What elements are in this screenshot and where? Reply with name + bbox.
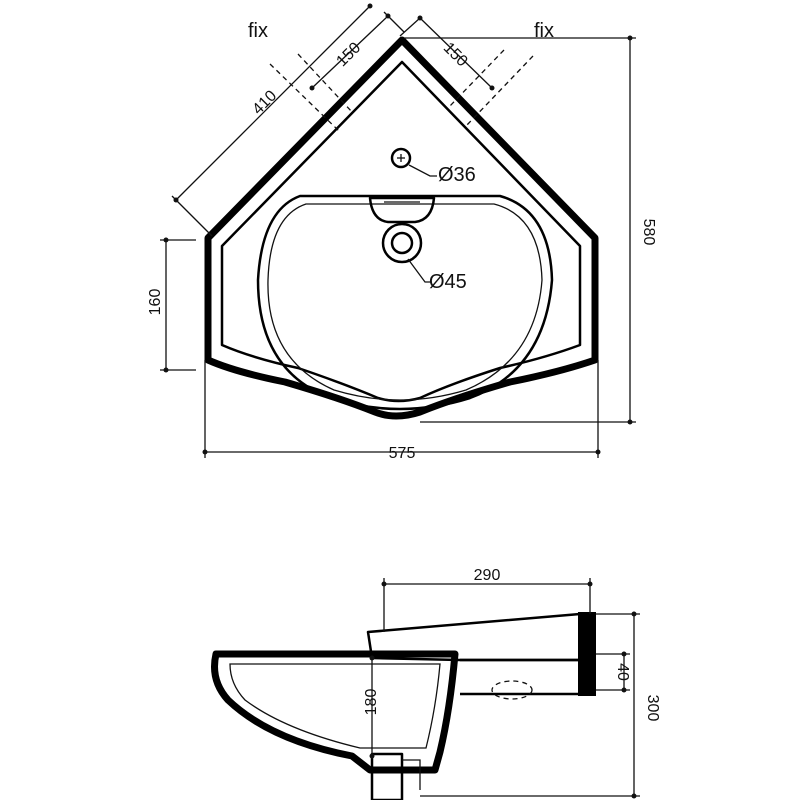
waste-hole-inner [390, 231, 414, 255]
fix-label-right: fix [534, 20, 554, 42]
side-waste-outlet [370, 752, 404, 802]
total-height-dim-end-a [631, 611, 637, 617]
wall-length-dim-line [175, 5, 371, 201]
fix-right-ext [399, 17, 421, 37]
fix-left-dim-end-b [385, 13, 391, 19]
wall-length-dimension: 410 [249, 87, 280, 118]
side-waste-trap-edge [402, 759, 421, 790]
tap-hole-leader [408, 164, 437, 177]
total-height-dim-end-b [631, 793, 637, 799]
fix-right-dim-line [419, 17, 493, 89]
depth-dimension: 580 [640, 219, 657, 246]
wall-length-dim-end-a [173, 197, 179, 203]
fix-left-dimension: 150 [333, 39, 364, 70]
waste-hole-outer [381, 222, 423, 264]
bowl-outline [256, 194, 554, 411]
fix-line-left-inner [297, 53, 353, 113]
front-height-dimension: 160 [147, 289, 164, 316]
bowl-depth-dimension: 180 [363, 689, 380, 716]
side-bowl-inner [229, 663, 441, 749]
width-dimension: 575 [389, 445, 416, 462]
fix-line-right-outer [465, 55, 534, 127]
back-height-dimension: 40 [614, 663, 631, 681]
side-view: 290 180 40 300 [211, 567, 661, 802]
fix-label-left: fix [248, 20, 268, 42]
basin-inner-rim [220, 60, 582, 403]
projection-dim-end-a [381, 581, 387, 587]
fix-line-right-inner [447, 49, 505, 109]
side-fixing-hole [491, 680, 533, 700]
depth-dim-end-b [627, 419, 633, 425]
back-height-dim-end-b [621, 687, 627, 693]
fix-left-dim-end-a [309, 85, 315, 91]
side-back-plate [578, 612, 596, 696]
basin-outer-outline [204, 36, 599, 420]
projection-dimension: 290 [474, 567, 501, 584]
width-dim-end-a [202, 449, 208, 455]
fix-line-left-outer [269, 63, 341, 133]
overflow-recess [368, 196, 436, 224]
fix-right-dim-end-a [417, 15, 423, 21]
total-height-dimension: 300 [644, 695, 661, 722]
side-body [460, 658, 582, 696]
width-dim-end-b [595, 449, 601, 455]
tap-hole [390, 147, 412, 169]
fix-right-dim-end-b [489, 85, 495, 91]
waste-dimension: Ø45 [429, 271, 467, 293]
fix-left-dim-line [311, 15, 389, 89]
side-bowl-outer [211, 650, 459, 774]
projection-dim-end-b [587, 581, 593, 587]
wall-length-dim-end-b [367, 3, 373, 9]
front-height-dim-end-b [163, 367, 169, 373]
back-height-dim-end-a [621, 651, 627, 657]
bowl-inner-line [267, 203, 543, 401]
tap-hole-dimension: Ø36 [438, 164, 476, 186]
front-height-dim-end-a [163, 237, 169, 243]
top-view: Ø36 Ø45 fix fix 410 150 150 580 [147, 3, 657, 462]
fix-right-dimension: 150 [440, 39, 471, 70]
wall-length-ext-start [171, 195, 213, 237]
bowl-depth-dim-end-a [369, 655, 375, 661]
bowl-depth-dim-end-b [369, 753, 375, 759]
waste-leader [407, 258, 432, 283]
depth-dim-end-a [627, 35, 633, 41]
